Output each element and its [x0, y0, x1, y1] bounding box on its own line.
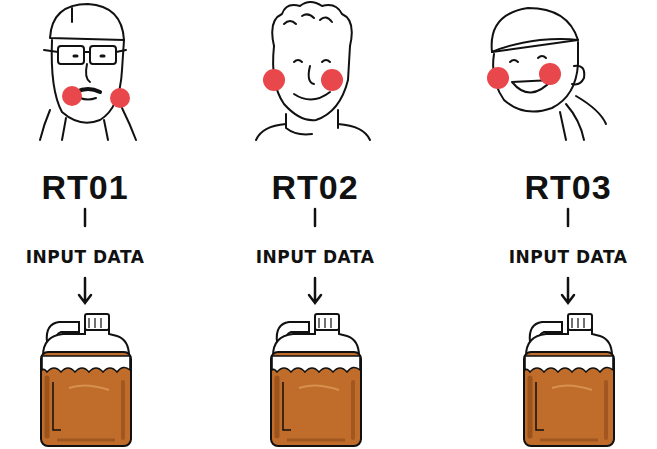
group-label: RT02	[240, 168, 390, 206]
group-label: RT03	[493, 168, 643, 206]
step-label: INPUT DATA	[10, 246, 160, 268]
step-label: INPUT DATA	[240, 246, 390, 268]
step-label: INPUT DATA	[493, 246, 643, 268]
group-label: RT01	[10, 168, 160, 206]
